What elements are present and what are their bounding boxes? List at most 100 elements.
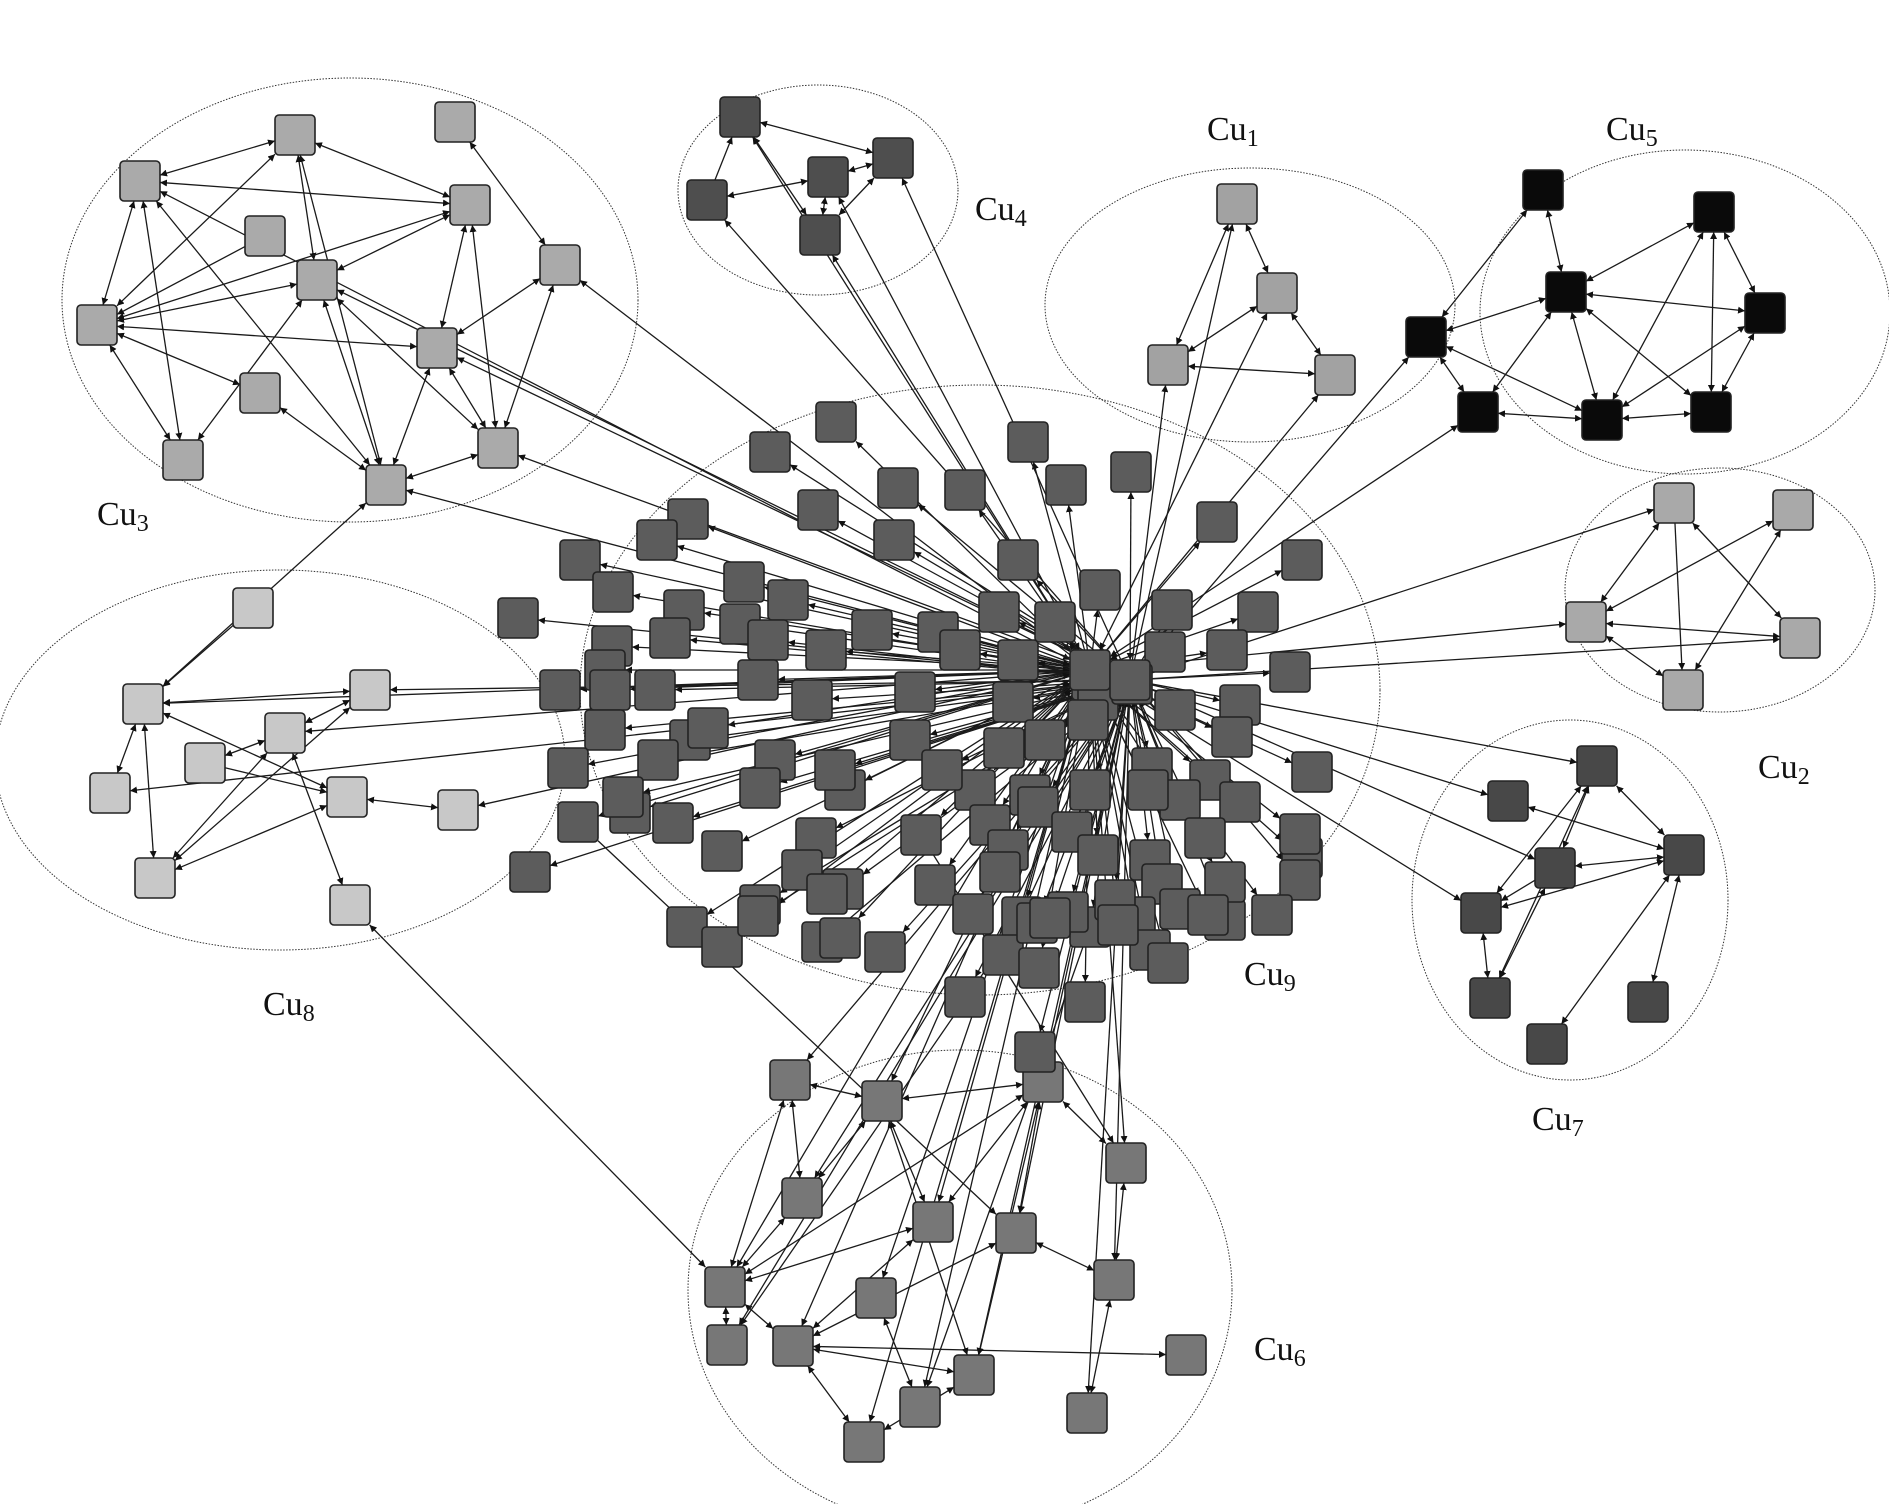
node-cu9 bbox=[634, 669, 676, 711]
edge bbox=[1445, 297, 1547, 332]
node-cu9 bbox=[1187, 894, 1229, 936]
node-cu9 bbox=[737, 895, 779, 937]
cluster-label-cu2: Cu2 bbox=[1758, 749, 1810, 790]
node-cu9 bbox=[1079, 569, 1121, 611]
cluster-label-main: Cu bbox=[97, 496, 137, 533]
node-cu9 bbox=[873, 519, 915, 561]
node-cu9 bbox=[1069, 769, 1111, 811]
node-cu9 bbox=[1069, 649, 1111, 691]
node-cu7 bbox=[1460, 892, 1502, 934]
node-cu6 bbox=[1105, 1142, 1147, 1184]
edge bbox=[1113, 1182, 1127, 1261]
cluster-label-cu4: Cu4 bbox=[975, 191, 1027, 232]
node-cu5 bbox=[1522, 169, 1564, 211]
node-cu9 bbox=[649, 617, 691, 659]
node-cu3 bbox=[76, 304, 118, 346]
node-cu4 bbox=[872, 137, 914, 179]
node-cu9 bbox=[557, 801, 599, 843]
edge bbox=[1651, 874, 1681, 983]
node-cu7 bbox=[1469, 977, 1511, 1019]
node-cu9 bbox=[1281, 539, 1323, 581]
edge bbox=[1692, 522, 1782, 619]
edge bbox=[197, 299, 303, 441]
node-cu4 bbox=[799, 214, 841, 256]
node-cu8 bbox=[232, 587, 274, 629]
node-cu9 bbox=[637, 739, 679, 781]
edge bbox=[1492, 311, 1552, 393]
node-cu9 bbox=[1251, 894, 1293, 936]
node-cu9 bbox=[1219, 781, 1261, 823]
node-cu1 bbox=[1216, 183, 1258, 225]
cluster-label-cu9: Cu9 bbox=[1244, 956, 1296, 997]
node-cu9 bbox=[1110, 451, 1152, 493]
node-cu9 bbox=[509, 851, 551, 893]
node-cu8 bbox=[134, 857, 176, 899]
node-cu8 bbox=[264, 712, 306, 754]
node-cu3 bbox=[162, 439, 204, 481]
cluster-boundary-cu3 bbox=[61, 77, 639, 523]
edge bbox=[1109, 621, 1567, 669]
node-cu9 bbox=[889, 719, 931, 761]
edge bbox=[392, 367, 431, 466]
node-cu5 bbox=[1581, 399, 1623, 441]
edge bbox=[926, 946, 1084, 1388]
node-cu9 bbox=[944, 976, 986, 1018]
cluster-label-cu5: Cu5 bbox=[1606, 111, 1658, 152]
node-cu9 bbox=[819, 917, 861, 959]
edge bbox=[730, 1099, 785, 1268]
node-cu9 bbox=[767, 579, 809, 621]
node-cu9 bbox=[1017, 786, 1059, 828]
node-cu8 bbox=[184, 742, 226, 784]
edge bbox=[1621, 410, 1692, 422]
node-cu9 bbox=[851, 609, 893, 651]
node-cu6 bbox=[995, 1212, 1037, 1254]
node-cu9 bbox=[749, 431, 791, 473]
node-cu9 bbox=[1024, 719, 1066, 761]
edge bbox=[847, 162, 874, 173]
node-cu9 bbox=[797, 489, 839, 531]
edge bbox=[1175, 223, 1230, 346]
cluster-label-sub: 6 bbox=[1294, 1346, 1306, 1372]
edge bbox=[298, 154, 383, 466]
edge bbox=[831, 254, 1079, 651]
edge bbox=[724, 219, 1113, 661]
edge bbox=[174, 804, 328, 871]
cluster-label-sub: 5 bbox=[1646, 126, 1658, 152]
edge bbox=[1035, 1242, 1095, 1271]
node-cu5 bbox=[1545, 271, 1587, 313]
cluster-label-cu6: Cu6 bbox=[1254, 1331, 1306, 1372]
edge bbox=[1545, 209, 1564, 273]
edge bbox=[1612, 231, 1704, 401]
cluster-label-cu1: Cu1 bbox=[1207, 111, 1259, 152]
node-cu9 bbox=[737, 659, 779, 701]
node-cu9 bbox=[997, 639, 1039, 681]
edge bbox=[1605, 520, 1774, 612]
node-cu9 bbox=[687, 707, 729, 749]
node-cu9 bbox=[944, 469, 986, 511]
edge bbox=[1621, 325, 1746, 408]
cluster-label-main: Cu bbox=[1606, 111, 1646, 148]
edge bbox=[1445, 345, 1583, 412]
edge bbox=[1560, 874, 1671, 1025]
cluster-boundary-cu8 bbox=[0, 569, 566, 951]
edge bbox=[1497, 410, 1583, 422]
edge bbox=[1616, 785, 1665, 836]
cluster-label-sub: 7 bbox=[1572, 1116, 1584, 1142]
edge bbox=[1585, 291, 1746, 314]
edge bbox=[369, 924, 706, 1268]
node-cu9 bbox=[805, 629, 847, 671]
node-cu6 bbox=[706, 1324, 748, 1366]
node-cu3 bbox=[539, 244, 581, 286]
edge bbox=[1290, 312, 1322, 356]
node-cu4 bbox=[686, 179, 728, 221]
node-cu9 bbox=[914, 864, 956, 906]
node-cu9 bbox=[584, 709, 626, 751]
node-cu9 bbox=[497, 597, 539, 639]
cluster-label-sub: 3 bbox=[137, 511, 149, 537]
cluster-label-main: Cu bbox=[975, 191, 1015, 228]
edge bbox=[1187, 363, 1316, 377]
node-cu7 bbox=[1576, 745, 1618, 787]
node-cu7 bbox=[1526, 1023, 1568, 1065]
